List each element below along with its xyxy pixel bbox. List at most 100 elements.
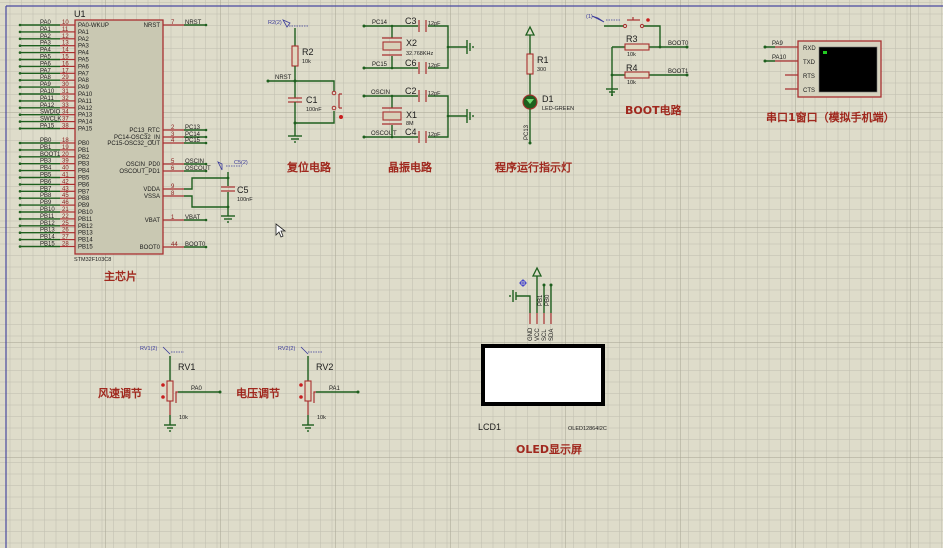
u1-pin-number: 14: [62, 48, 69, 54]
r3-value: 10k: [627, 52, 636, 58]
led-net: PC13: [524, 124, 530, 140]
c5-decoupling[interactable]: C5 100nF C5(2): [184, 160, 253, 223]
oled-screen[interactable]: [481, 344, 605, 406]
rv1-potentiometer[interactable]: RV1(2) RV1 10k PA0 风速调节: [98, 346, 222, 432]
rv2-ref: RV2: [316, 362, 333, 372]
uart-title: 串口1窗口（模拟手机端）: [766, 110, 895, 124]
reset-circuit[interactable]: R2(2) R2 10k NRST C1 100nF 复位电路: [266, 19, 344, 174]
u1-net-label: PA5: [40, 55, 52, 61]
u1-pin-number: 4: [171, 138, 175, 144]
u1-body[interactable]: [74, 19, 164, 255]
u1-net-label: BOOT0: [185, 242, 206, 248]
c4-value: 12pF: [428, 132, 441, 138]
u1-pin-name: PB12: [78, 224, 93, 230]
c1-value: 100nF: [306, 107, 322, 113]
crystal-circuit[interactable]: C3 12pF C6 12pF PC14 PC15 X2 32.768KHz C…: [362, 16, 474, 174]
u1-pin-name: PB13: [78, 231, 93, 237]
reset-pushbutton[interactable]: [331, 90, 343, 119]
oled-display[interactable]: PB1 PB0 GND VCC SCL SDA LCD1 OLED12864I2…: [478, 266, 607, 456]
boot-circuit[interactable]: (1) R3 10k R4 10k BOOT0 BOOT1 BOOT电路: [586, 14, 689, 117]
r2-resistor[interactable]: [291, 45, 299, 67]
u1-pin-number: 31: [62, 89, 69, 95]
rv2-probe: RV2(2): [278, 346, 295, 352]
r3-resistor[interactable]: [624, 43, 650, 51]
u1-pin-name: PA15: [78, 127, 93, 133]
r1-resistor[interactable]: [526, 53, 534, 75]
c5-value: 100nF: [237, 197, 253, 203]
u1-pin-name: PA2: [78, 37, 90, 43]
probe-icon: [282, 19, 291, 28]
u1-pin-number: 2: [171, 125, 175, 131]
u1-pin-name: PB0: [78, 141, 90, 147]
r4-resistor[interactable]: [624, 71, 650, 79]
u1-net-label: PB8: [40, 193, 52, 199]
x1-crystal[interactable]: [382, 111, 402, 121]
u1-net-label: PB3: [40, 159, 52, 165]
u1-pin-number: 41: [62, 173, 69, 179]
u1-pin-name: PA14: [78, 120, 93, 126]
u1-net-label: PA4: [40, 48, 52, 54]
u1-net-label: PA1: [40, 27, 52, 33]
u1-net-label: PA6: [40, 61, 52, 67]
probe-icon: [591, 15, 605, 23]
u1-ref: U1: [74, 9, 86, 19]
c5-ref: C5: [237, 185, 249, 195]
c3-ref: C3: [405, 16, 417, 26]
x1-value: 8M: [406, 121, 414, 127]
rv2-potentiometer[interactable]: RV2(2) RV2 10k PA1 电压调节: [236, 346, 360, 432]
terminal-screen[interactable]: [818, 46, 878, 93]
x2-crystal[interactable]: [382, 41, 402, 51]
boot-pushbutton[interactable]: [622, 17, 650, 29]
uart-terminal[interactable]: PA9 PA10 RXD TXD RTS CTS 串口1窗口（模拟手机端）: [763, 40, 895, 124]
r1-ref: R1: [537, 55, 549, 65]
u1-pin-number: 10: [62, 20, 69, 26]
u1-net-label: PA15: [40, 124, 55, 130]
u1-pin-number: 11: [62, 27, 69, 33]
u1-pin-name: PA7: [78, 71, 90, 77]
led-circuit[interactable]: R1 300 D1 LED-GREEN PC13 程序运行指示灯: [495, 25, 574, 174]
